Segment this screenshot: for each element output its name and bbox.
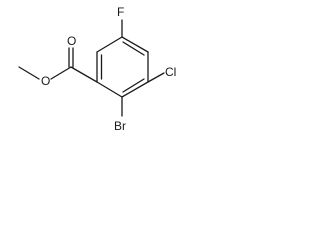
ring-bond-c5-c6 xyxy=(96,81,123,98)
benzene-ring xyxy=(96,36,149,98)
ester-oxygen-label: O xyxy=(41,74,50,88)
bond-ring-to-chlorine xyxy=(147,72,165,83)
ring-bond-c4-c5-inner xyxy=(122,78,145,93)
ring-bond-c2-c3-inner xyxy=(122,41,145,56)
bromine-label: Br xyxy=(114,119,126,133)
bond-carbonyl-to-ester-oxygen xyxy=(50,66,72,80)
bond-ester-oxygen-to-methyl xyxy=(18,66,40,80)
carbonyl-oxygen-label: O xyxy=(67,34,76,48)
fluorine-label: F xyxy=(117,5,124,19)
ring-bond-c2-c3 xyxy=(121,36,149,53)
chlorine-label: Cl xyxy=(165,65,176,79)
bond-ring-to-carbonyl xyxy=(70,66,98,83)
ring-bond-c4-c5 xyxy=(121,81,149,98)
ring-bond-c1-c2 xyxy=(96,36,123,53)
methyl-ester-group xyxy=(18,47,98,83)
chemical-structure: F Cl Br O O xyxy=(18,5,176,133)
